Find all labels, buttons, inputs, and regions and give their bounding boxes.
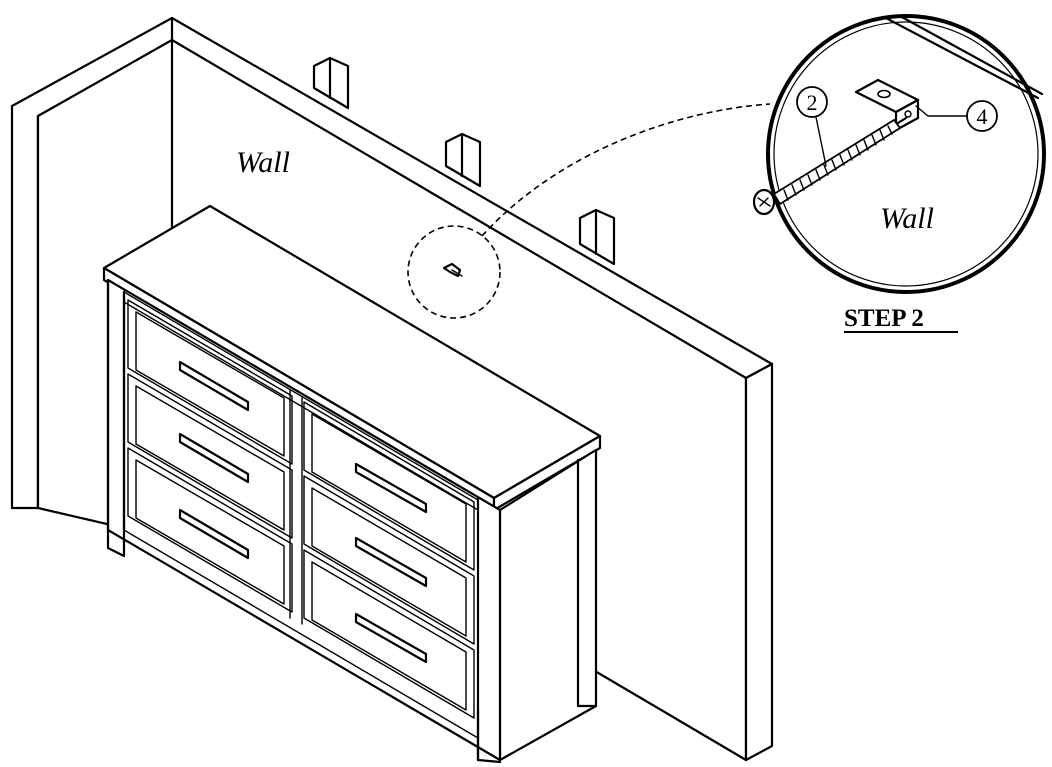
drawer-left-3: [127, 447, 293, 613]
step-heading: STEP 2: [844, 305, 958, 333]
detail-view: 2 4 Wall: [752, 14, 1046, 294]
callout-circle-small: [407, 225, 501, 319]
drawers: [127, 299, 475, 719]
studs: [312, 56, 616, 266]
bracket-small-icon: [442, 262, 463, 278]
part-number-4: 4: [977, 104, 988, 129]
wall-label-main: Wall: [236, 146, 290, 179]
step-label: STEP 2: [844, 305, 924, 332]
drawer-left-1: [127, 299, 293, 465]
drawer-right-3: [303, 549, 475, 719]
wall-right-edge: [744, 362, 774, 762]
part-callout-2: 2: [796, 86, 828, 167]
detail-circle: [766, 14, 1046, 294]
part-callout-4: 4: [915, 100, 998, 132]
drawer-left-2: [127, 373, 293, 539]
wall-label-detail: Wall: [880, 202, 934, 235]
drawer-right-2: [303, 475, 475, 645]
bracket-location-callout: [407, 103, 771, 319]
screw-detail: [752, 116, 908, 216]
part-number-2: 2: [807, 90, 818, 115]
drawer-right-1: [303, 401, 475, 571]
callout-leader: [481, 103, 771, 237]
bracket-detail: [854, 78, 920, 132]
